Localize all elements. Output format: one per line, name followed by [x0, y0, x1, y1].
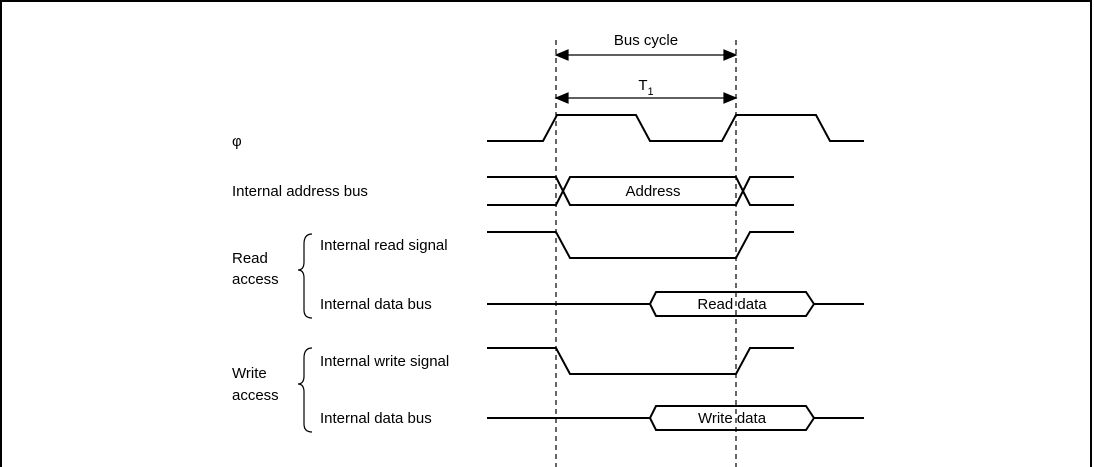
- phi-waveform: [487, 114, 864, 142]
- read-signal-label: Internal read signal: [320, 237, 448, 254]
- write-data-bus-waveform: [487, 405, 864, 431]
- address-label: Address: [625, 183, 680, 200]
- write-data-label: Write data: [698, 410, 767, 427]
- read-signal-waveform: [487, 231, 794, 259]
- t1-label: T1: [638, 77, 653, 98]
- write-group-label-line1: Write: [232, 365, 267, 382]
- read-access-brace: [297, 233, 313, 319]
- write-group-label-line2: access: [232, 387, 279, 404]
- address-bus-label: Internal address bus: [232, 183, 368, 200]
- write-data-bus-label: Internal data bus: [320, 410, 432, 427]
- read-data-bus-waveform: [487, 291, 864, 317]
- bus-cycle-arrow: [554, 49, 738, 61]
- write-signal-waveform: [487, 347, 794, 375]
- write-access-brace: [297, 347, 313, 433]
- phi-label: φ: [232, 133, 242, 150]
- address-bus-waveform: [487, 176, 794, 206]
- read-data-label: Read data: [697, 296, 767, 313]
- read-group-label-line2: access: [232, 271, 279, 288]
- bus-cycle-label: Bus cycle: [614, 32, 678, 49]
- read-group-label-line1: Read: [232, 250, 268, 267]
- t1-arrow: [554, 92, 738, 104]
- read-data-bus-label: Internal data bus: [320, 296, 432, 313]
- write-signal-label: Internal write signal: [320, 353, 449, 370]
